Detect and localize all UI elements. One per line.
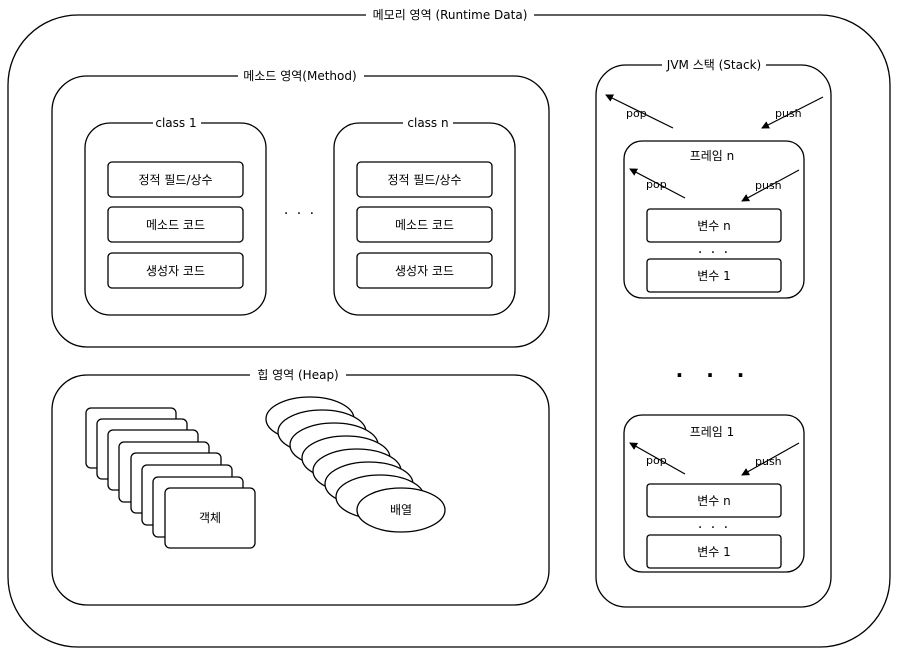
variable-ellipsis: · · · (698, 245, 730, 261)
frame-1-push-label: push (755, 455, 782, 468)
class-1-title: class 1 (155, 116, 196, 130)
pop-arrow (629, 168, 686, 199)
static-field-box: 정적 필드/상수 (356, 161, 493, 198)
pop-arrow (629, 442, 686, 475)
push-arrow (741, 169, 800, 202)
constructor-code-label: 생성자 코드 (395, 264, 454, 278)
jvm-stack-area: JVM 스택 (Stack) pop push 프레임 n pop push 변… (595, 56, 832, 608)
variable-n-label: 변수 n (697, 219, 731, 233)
method-area: 메소드 영역(Method) class 1 정적 필드/상수 메소드 코드 생… (51, 67, 550, 348)
method-code-box: 메소드 코드 (356, 206, 493, 243)
frame-n-title: 프레임 n (690, 149, 735, 163)
class-n-box: class n 정적 필드/상수 메소드 코드 생성자 코드 (333, 115, 516, 316)
method-area-title: 메소드 영역(Method) (243, 69, 356, 83)
variable-1-label: 변수 1 (697, 269, 731, 283)
heap-area: 힙 영역 (Heap) 객체 배열 (51, 366, 550, 606)
stack-pop-label: pop (626, 107, 647, 120)
frame-n-push-label: push (755, 179, 782, 192)
variable-n-box: 변수 n (646, 483, 782, 518)
method-code-label: 메소드 코드 (395, 218, 454, 232)
static-field-label: 정적 필드/상수 (387, 173, 461, 187)
constructor-code-label: 생성자 코드 (146, 264, 205, 278)
array-label: 배열 (390, 503, 412, 517)
variable-n-box: 변수 n (646, 208, 782, 243)
frame-n-pop-label: pop (646, 178, 667, 191)
variable-n-label: 변수 n (697, 494, 731, 508)
variable-1-box: 변수 1 (646, 534, 782, 569)
stack-push-label: push (775, 107, 802, 120)
runtime-title: 메모리 영역 (Runtime Data) (373, 8, 528, 22)
constructor-code-box: 생성자 코드 (107, 252, 244, 289)
frame-1: 프레임 1 pop push 변수 n · · · 변수 1 (623, 414, 805, 573)
array-stack: 배열 (265, 396, 446, 533)
heap-title: 힙 영역 (Heap) (257, 368, 339, 382)
push-arrow (761, 96, 824, 129)
constructor-code-box: 생성자 코드 (356, 252, 493, 289)
method-code-box: 메소드 코드 (107, 206, 244, 243)
frame-n: 프레임 n pop push 변수 n · · · 변수 1 (623, 140, 805, 299)
frame-1-pop-label: pop (646, 454, 667, 467)
static-field-box: 정적 필드/상수 (107, 161, 244, 198)
variable-ellipsis: · · · (698, 520, 730, 536)
static-field-label: 정적 필드/상수 (138, 173, 212, 187)
object-label: 객체 (199, 511, 221, 525)
frame-1-title: 프레임 1 (690, 425, 735, 439)
class-ellipsis: · · · (284, 206, 316, 222)
stack-title: JVM 스택 (Stack) (666, 58, 761, 72)
class-n-title: class n (407, 116, 448, 130)
variable-1-box: 변수 1 (646, 258, 782, 293)
array-ellipse (356, 487, 446, 533)
push-arrow (741, 442, 800, 476)
class-1-box: class 1 정적 필드/상수 메소드 코드 생성자 코드 (84, 115, 267, 316)
variable-1-label: 변수 1 (697, 545, 731, 559)
pop-arrow (605, 94, 674, 129)
frame-ellipsis: · · · (676, 363, 753, 387)
object-card (164, 487, 256, 549)
object-stack: 객체 (85, 407, 256, 549)
method-code-label: 메소드 코드 (146, 218, 205, 232)
